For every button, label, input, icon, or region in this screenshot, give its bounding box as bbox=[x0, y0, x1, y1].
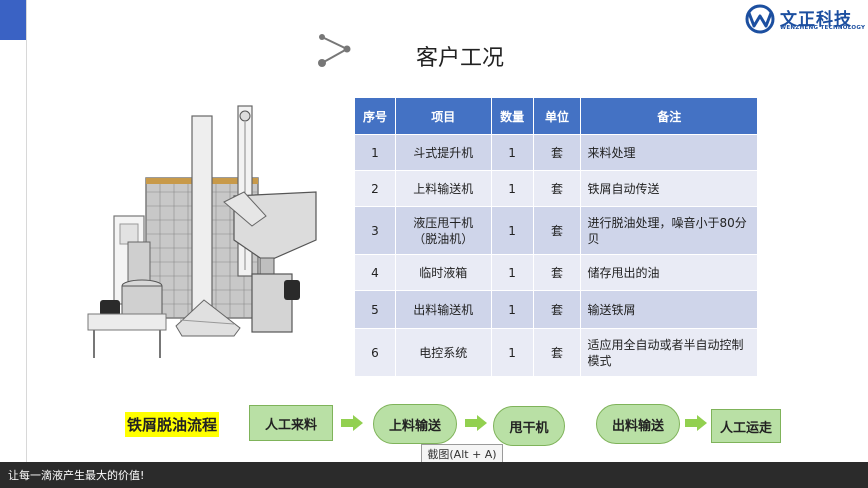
table-row: 6 电控系统 1 套 适应用全自动或者半自动控制模式 bbox=[354, 328, 758, 377]
cell-qty: 1 bbox=[490, 134, 534, 171]
cell-seq: 4 bbox=[354, 254, 396, 291]
cell-qty: 1 bbox=[490, 206, 534, 255]
flow-step-manual-removal: 人工运走 bbox=[711, 409, 781, 443]
cell-note: 进行脱油处理，噪音小于80分贝 bbox=[580, 206, 758, 255]
brand-name: 文正科技 bbox=[780, 10, 852, 30]
cell-qty: 1 bbox=[490, 328, 534, 377]
cell-qty: 1 bbox=[490, 170, 534, 207]
table-header-row: 序号 项目 数量 单位 备注 bbox=[354, 97, 758, 135]
table-row: 2 上料输送机 1 套 铁屑自动传送 bbox=[354, 170, 758, 207]
cell-item: 液压甩干机 （脱油机） bbox=[394, 206, 492, 255]
cell-note: 输送铁屑 bbox=[580, 290, 758, 329]
cell-seq: 5 bbox=[354, 290, 396, 329]
footer-bar: 让每一滴液产生最大的价值! bbox=[0, 462, 868, 488]
screenshot-tooltip: 截图(Alt + A) bbox=[421, 444, 503, 464]
cell-unit: 套 bbox=[532, 328, 582, 377]
cell-seq: 1 bbox=[354, 134, 396, 171]
flow-title: 铁屑脱油流程 bbox=[125, 412, 220, 437]
cell-seq: 3 bbox=[354, 206, 396, 255]
cell-note: 来料处理 bbox=[580, 134, 758, 171]
flow-step-dryer: 甩干机 bbox=[493, 406, 565, 446]
flow-arrow-icon bbox=[465, 415, 487, 431]
wz-logo-icon bbox=[745, 4, 775, 34]
page-title: 客户工况 bbox=[416, 46, 505, 71]
cell-note: 适应用全自动或者半自动控制模式 bbox=[580, 328, 758, 377]
cell-unit: 套 bbox=[532, 206, 582, 255]
cell-unit: 套 bbox=[532, 170, 582, 207]
flow-step-discharge-conveyor: 出料输送 bbox=[596, 404, 680, 444]
cell-item: 临时液箱 bbox=[394, 254, 492, 291]
flow-arrow-icon bbox=[685, 415, 707, 431]
cell-item: 出料输送机 bbox=[394, 290, 492, 329]
cell-note: 储存甩出的油 bbox=[580, 254, 758, 291]
header-qty: 数量 bbox=[490, 97, 534, 135]
equipment-table: 序号 项目 数量 单位 备注 1 斗式提升机 1 套 来料处理 2 上料输送机 … bbox=[354, 97, 758, 377]
flow-step-feed-conveyor: 上料输送 bbox=[373, 404, 457, 444]
cell-seq: 2 bbox=[354, 170, 396, 207]
left-divider bbox=[26, 0, 27, 462]
header-note: 备注 bbox=[580, 97, 758, 135]
cell-item: 斗式提升机 bbox=[394, 134, 492, 171]
header-item: 项目 bbox=[394, 97, 492, 135]
brand-logo: 文正科技 WENZHENG TECHNOLOGY bbox=[744, 4, 866, 34]
share-icon bbox=[318, 34, 351, 67]
cell-unit: 套 bbox=[532, 134, 582, 171]
brand-subtitle: WENZHENG TECHNOLOGY bbox=[780, 25, 866, 31]
table-row: 1 斗式提升机 1 套 来料处理 bbox=[354, 134, 758, 171]
cell-unit: 套 bbox=[532, 290, 582, 329]
cell-item: 电控系统 bbox=[394, 328, 492, 377]
cell-item: 上料输送机 bbox=[394, 170, 492, 207]
table-row: 3 液压甩干机 （脱油机） 1 套 进行脱油处理，噪音小于80分贝 bbox=[354, 206, 758, 255]
table-row: 5 出料输送机 1 套 输送铁屑 bbox=[354, 290, 758, 329]
accent-bar bbox=[0, 0, 26, 40]
header-seq: 序号 bbox=[354, 97, 396, 135]
table-row: 4 临时液箱 1 套 储存甩出的油 bbox=[354, 254, 758, 291]
cell-qty: 1 bbox=[490, 254, 534, 291]
cell-qty: 1 bbox=[490, 290, 534, 329]
cell-unit: 套 bbox=[532, 254, 582, 291]
flow-arrow-icon bbox=[341, 415, 363, 431]
cell-seq: 6 bbox=[354, 328, 396, 377]
footer-slogan: 让每一滴液产生最大的价值! bbox=[8, 469, 145, 482]
cell-note: 铁屑自动传送 bbox=[580, 170, 758, 207]
machine-illustration bbox=[87, 105, 317, 358]
header-unit: 单位 bbox=[532, 97, 582, 135]
flow-step-manual-feed: 人工来料 bbox=[249, 405, 333, 441]
